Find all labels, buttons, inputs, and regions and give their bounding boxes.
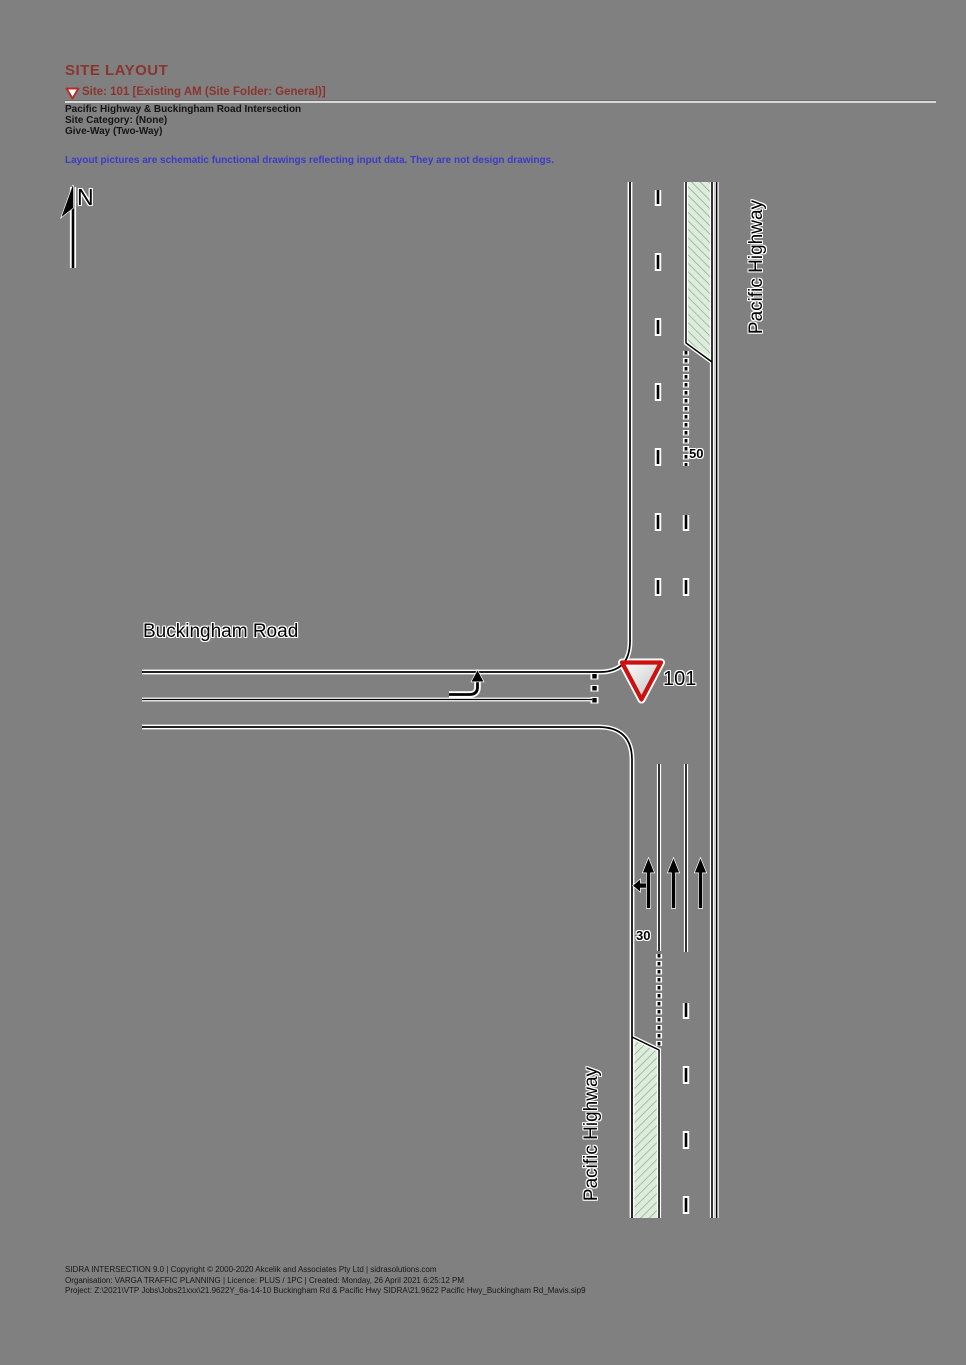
- footer-line-3: Project: Z:\2021\VTP Jobs\Jobs21xxx\21.9…: [65, 1286, 586, 1295]
- minor-road-south-edge: [142, 726, 633, 1218]
- minor-road-label: Buckingham Road: [143, 621, 299, 642]
- hatch-north-boundary: [685, 182, 713, 363]
- minor-road-north-edge: [142, 182, 631, 673]
- header-divider: [65, 100, 936, 103]
- control-type: Give-Way (Two-Way): [65, 126, 163, 137]
- lane-arrows: [60, 184, 708, 909]
- hatch-island-north: [686, 182, 712, 362]
- site-title: Site: 101 [Existing AM (Site Folder: Gen…: [82, 86, 326, 98]
- site-category: Site Category: (None): [65, 115, 168, 126]
- footer-line-1: SIDRA INTERSECTION 9.0 | Copyright © 200…: [65, 1265, 437, 1274]
- minor-left-turn-arrowhead: [470, 669, 485, 683]
- site-number-label: 101: [663, 668, 697, 690]
- give-way-sign: [619, 660, 664, 702]
- footer-line-2: Organisation: VARGA TRAFFIC PLANNING | L…: [65, 1275, 465, 1285]
- layout-disclaimer: Layout pictures are schematic functional…: [65, 155, 554, 166]
- major-road-label-bottom: Pacific Highway: [581, 1066, 602, 1202]
- hatch-south-boundary: [631, 1036, 660, 1218]
- page-title: SITE LAYOUT: [65, 62, 169, 79]
- give-way-mini-icon: [65, 87, 80, 100]
- intersection-name: Pacific Highway & Buckingham Road Inters…: [65, 104, 302, 115]
- through-arrow-middle-lane: [666, 856, 681, 909]
- marking-ink: [71, 182, 718, 1218]
- through-arrow-right-lane: [693, 856, 708, 909]
- minor-left-turn-arrow-shaft: [449, 680, 479, 696]
- shared-left-through-arrow: [641, 856, 656, 909]
- major-road-label-top: Pacific Highway: [746, 199, 767, 335]
- shared-left-through-arrow-branch: [631, 878, 649, 894]
- short-lane-length-30: 30: [636, 928, 651, 943]
- hatch-island-south: [632, 1037, 659, 1218]
- north-label: N: [77, 184, 94, 210]
- short-lane-length-50: 50: [689, 446, 704, 461]
- north-arrowhead: [60, 184, 74, 220]
